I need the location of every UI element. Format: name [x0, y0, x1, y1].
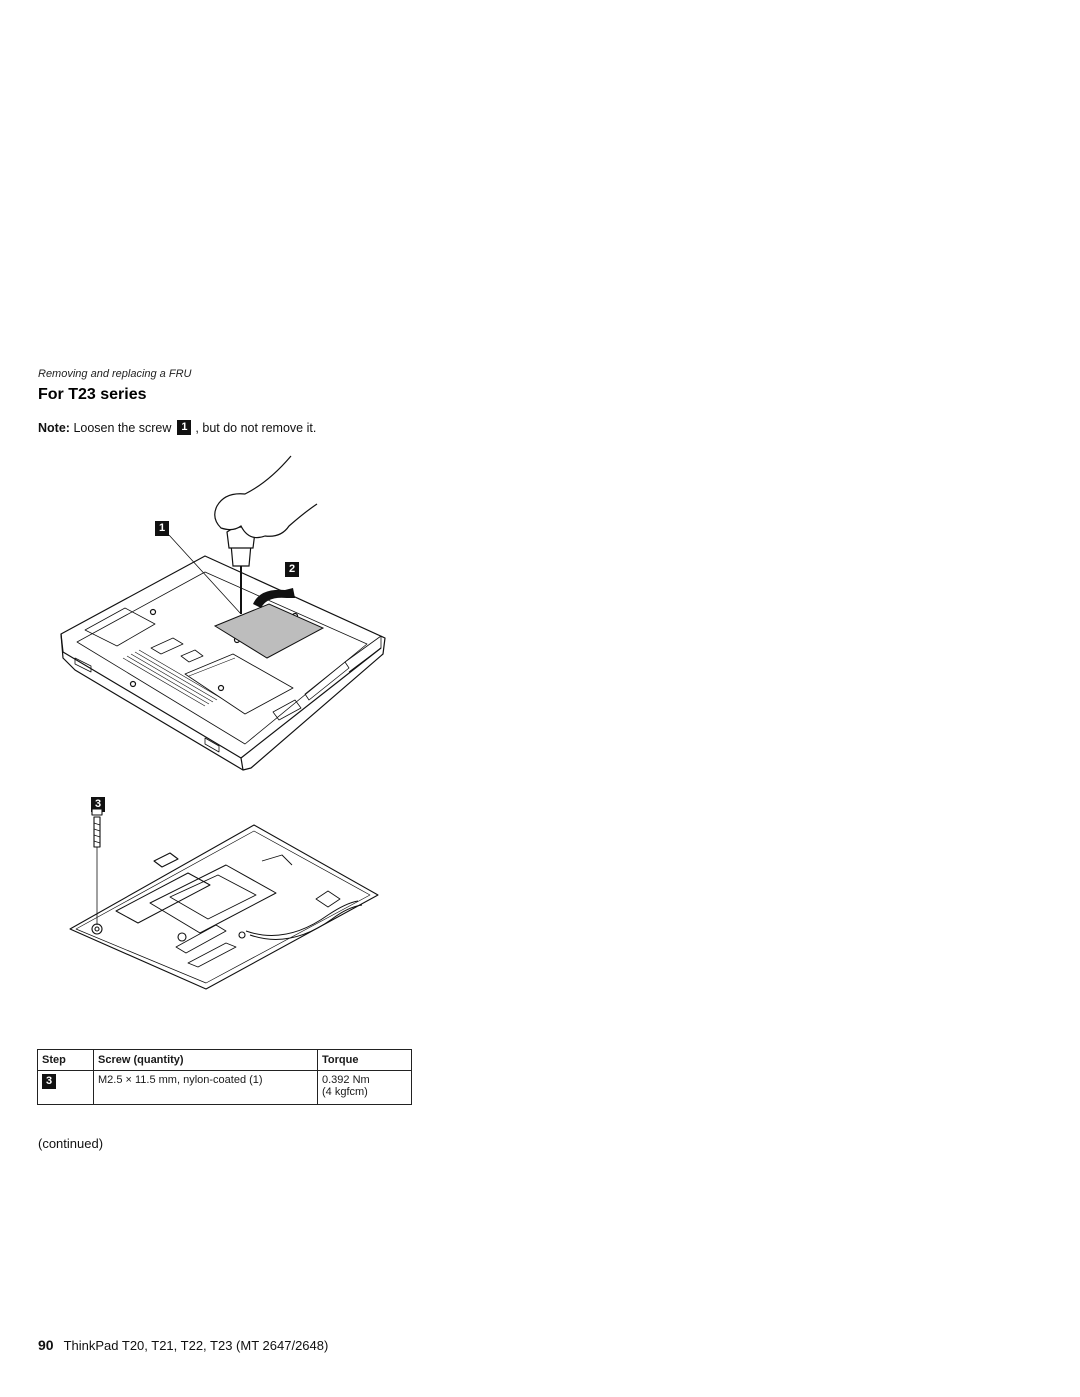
footer-title: ThinkPad T20, T21, T22, T23 (MT 2647/264…: [63, 1338, 329, 1353]
cell-screw: M2.5 × 11.5 mm, nylon-coated (1): [93, 1070, 318, 1105]
note-text-after: , but do not remove it.: [195, 421, 317, 435]
screw-torque-table: Step Screw (quantity) Torque 3 M2.5 × 11…: [37, 1049, 412, 1105]
callout-2-badge: 2: [285, 562, 299, 577]
callout-1-badge: 1: [155, 521, 169, 536]
header-step: Step: [37, 1049, 94, 1071]
note-text-before: Loosen the screw: [73, 421, 172, 435]
minipci-compartment-illustration: [69, 808, 379, 990]
torque-kgfcm: (4 kgfcm): [322, 1086, 368, 1098]
hand: [214, 455, 318, 539]
laptop-bottom-illustration: [60, 455, 386, 771]
torque-nm: 0.392 Nm: [322, 1074, 370, 1086]
callout-3-badge: 3: [91, 797, 105, 812]
header-torque: Torque: [317, 1049, 412, 1071]
table-header-row: Step Screw (quantity) Torque: [37, 1049, 412, 1071]
table-row: 3 M2.5 × 11.5 mm, nylon-coated (1) 0.392…: [37, 1070, 412, 1105]
running-header: Removing and replacing a FRU: [38, 368, 192, 380]
cell-step: 3: [37, 1070, 94, 1105]
minipci-cover: [213, 603, 325, 659]
note: Note: Loosen the screw 1, but do not remo…: [38, 420, 317, 436]
removal-arrow: [253, 588, 295, 608]
page-footer: 90 ThinkPad T20, T21, T22, T23 (MT 2647/2…: [38, 1337, 328, 1353]
cell-torque: 0.392 Nm (4 kgfcm): [317, 1070, 412, 1105]
step-callout: 3: [42, 1074, 56, 1089]
screw: [91, 808, 103, 848]
note-label: Note:: [38, 421, 70, 435]
page-number: 90: [38, 1337, 54, 1353]
continued-label: (continued): [38, 1136, 104, 1151]
header-screw-quantity: Screw (quantity): [93, 1049, 318, 1071]
section-title: For T23 series: [38, 386, 147, 403]
laptop-outline: [60, 555, 386, 771]
note-callout: 1: [177, 420, 192, 436]
